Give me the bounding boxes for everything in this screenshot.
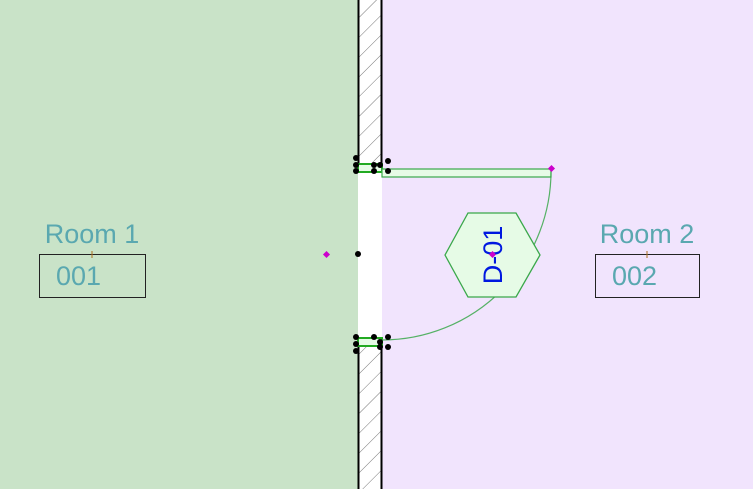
- door-tag[interactable]: D-01: [444, 212, 541, 298]
- hotspot: [322, 250, 331, 259]
- hotspot: [547, 164, 556, 173]
- door-leaf: [381, 168, 552, 178]
- wall[interactable]: [357, 0, 383, 489]
- room-2-zone[interactable]: [382, 0, 753, 489]
- door-hotspots: [353, 155, 391, 354]
- room-1-number: 001: [56, 261, 101, 291]
- room-1-stamp[interactable]: Room 1 001: [39, 219, 331, 298]
- room-1-name: Room 1: [45, 219, 140, 249]
- door[interactable]: [353, 155, 556, 354]
- room-2-name: Room 2: [600, 219, 695, 249]
- room-2-stamp[interactable]: Room 2 002: [595, 219, 700, 298]
- room-2-number: 002: [612, 261, 657, 291]
- room-1-zone[interactable]: [0, 0, 358, 489]
